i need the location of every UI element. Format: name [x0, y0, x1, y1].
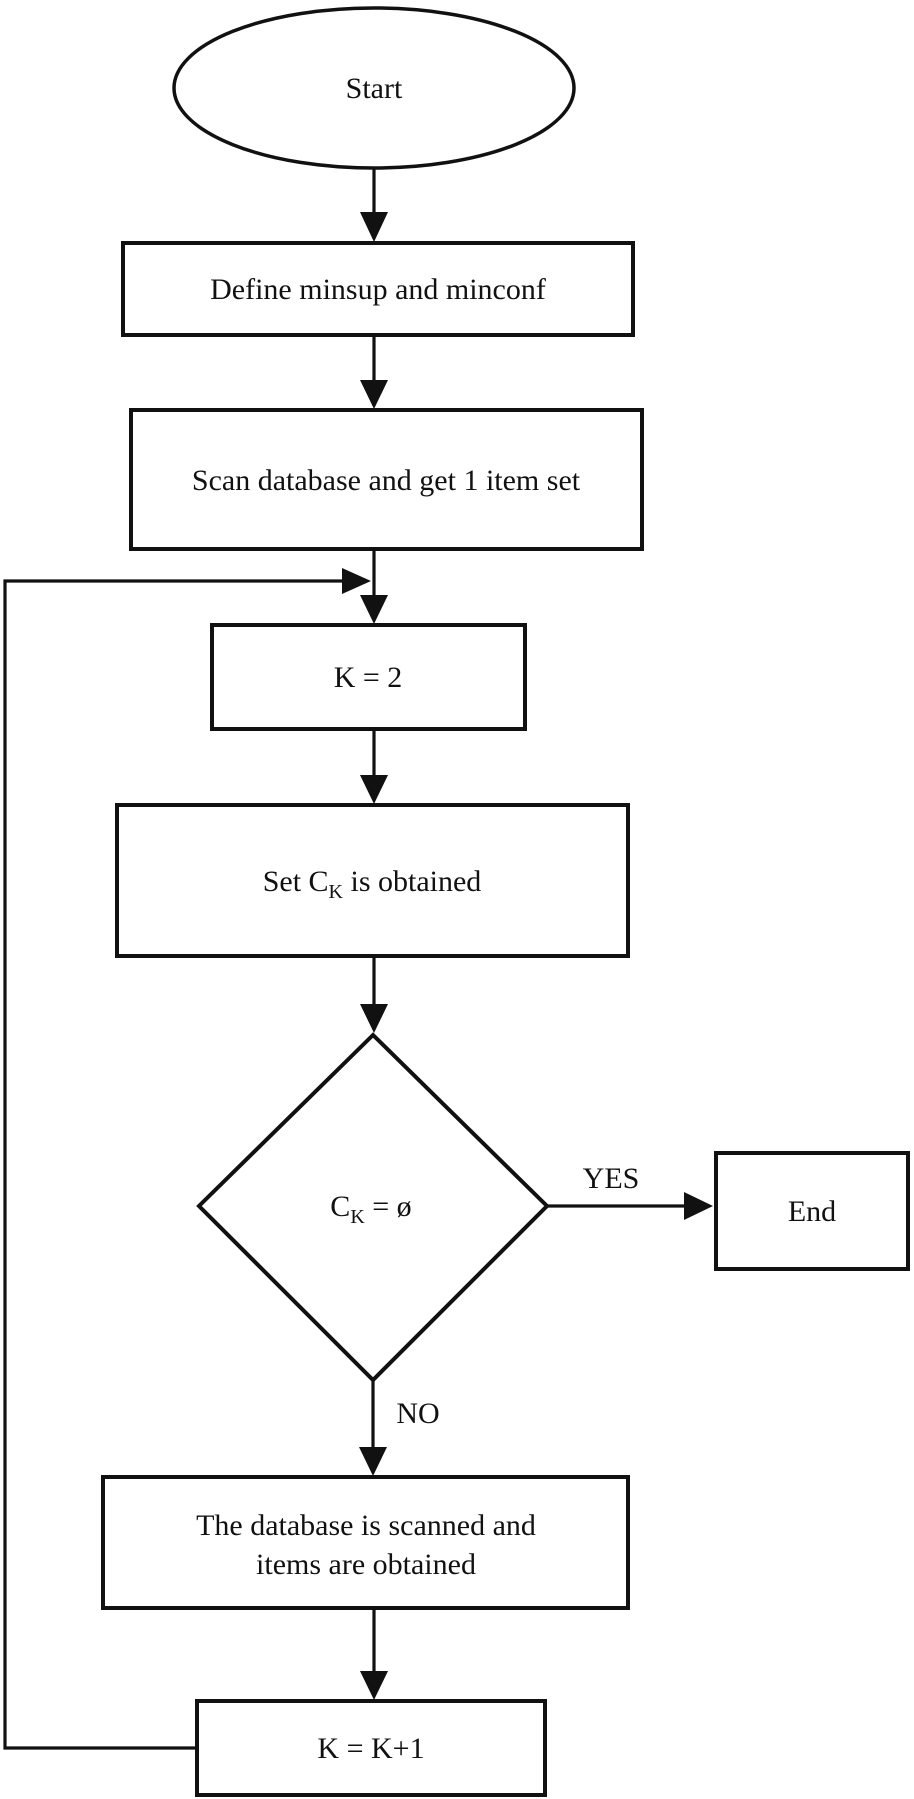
define-label: Define minsup and minconf	[210, 273, 546, 306]
scan-label: Scan database and get 1 item set	[192, 464, 581, 497]
end-box	[714, 1151, 910, 1271]
dbscan-label-line1: The database is scanned and	[196, 1509, 536, 1542]
end-label: End	[788, 1195, 836, 1228]
arrowhead-down-icon	[360, 595, 388, 624]
node-decision-diamond: CK = ø	[196, 1032, 550, 1383]
arrowhead-down-icon	[360, 380, 388, 409]
kinc-box	[195, 1699, 547, 1797]
arrow-decision-yes-to-end: YES	[547, 1162, 713, 1220]
setck-label-post: is obtained	[343, 865, 481, 898]
node-start-terminator: Start	[172, 6, 576, 170]
k2-box	[210, 623, 527, 731]
dbscan-label-line2: items are obtained	[256, 1548, 476, 1581]
setck-label-subscript: K	[329, 881, 344, 903]
arrowhead-down-icon	[360, 1004, 388, 1033]
arrow-dbscan-to-kinc	[360, 1608, 388, 1700]
start-label: Start	[346, 72, 403, 105]
arrowhead-down-icon	[360, 212, 388, 242]
arrowhead-down-icon	[360, 775, 388, 804]
arrow-decision-no-to-dbscan: NO	[359, 1380, 440, 1476]
decision-label-subscript: K	[350, 1206, 365, 1228]
dbscan-box	[101, 1475, 630, 1610]
setck-label: Set CK is obtained	[263, 865, 482, 903]
decision-label-post: = ø	[365, 1190, 412, 1223]
decision-label-pre: C	[330, 1190, 350, 1223]
node-kinc-process: K = K+1	[195, 1699, 547, 1797]
node-dbscan-process: The database is scanned and items are ob…	[101, 1475, 630, 1610]
k2-label: K = 2	[334, 661, 403, 694]
no-branch-label: NO	[396, 1397, 439, 1430]
decision-label: CK = ø	[330, 1190, 411, 1228]
loop-back-connector	[3, 568, 371, 1750]
arrowhead-down-icon	[360, 1671, 388, 1700]
arrow-setck-to-decision	[360, 956, 388, 1033]
node-end-terminator: End	[714, 1151, 910, 1271]
arrowhead-down-icon	[359, 1447, 387, 1476]
node-scan-process: Scan database and get 1 item set	[129, 408, 644, 551]
define-box	[121, 241, 635, 337]
arrow-define-to-scan	[360, 335, 388, 409]
node-setck-process: Set CK is obtained	[115, 803, 630, 958]
node-k2-process: K = 2	[210, 623, 527, 731]
arrow-scan-to-k2	[360, 549, 388, 624]
arrowhead-right-icon	[684, 1192, 713, 1220]
kinc-label: K = K+1	[317, 1732, 424, 1765]
setck-label-pre: Set C	[263, 865, 329, 898]
arrow-start-to-define	[360, 168, 388, 242]
yes-branch-label: YES	[583, 1162, 640, 1195]
scan-box	[129, 408, 644, 551]
arrowhead-right-icon	[342, 568, 371, 594]
node-define-process: Define minsup and minconf	[121, 241, 635, 337]
arrow-k2-to-setck	[360, 729, 388, 804]
